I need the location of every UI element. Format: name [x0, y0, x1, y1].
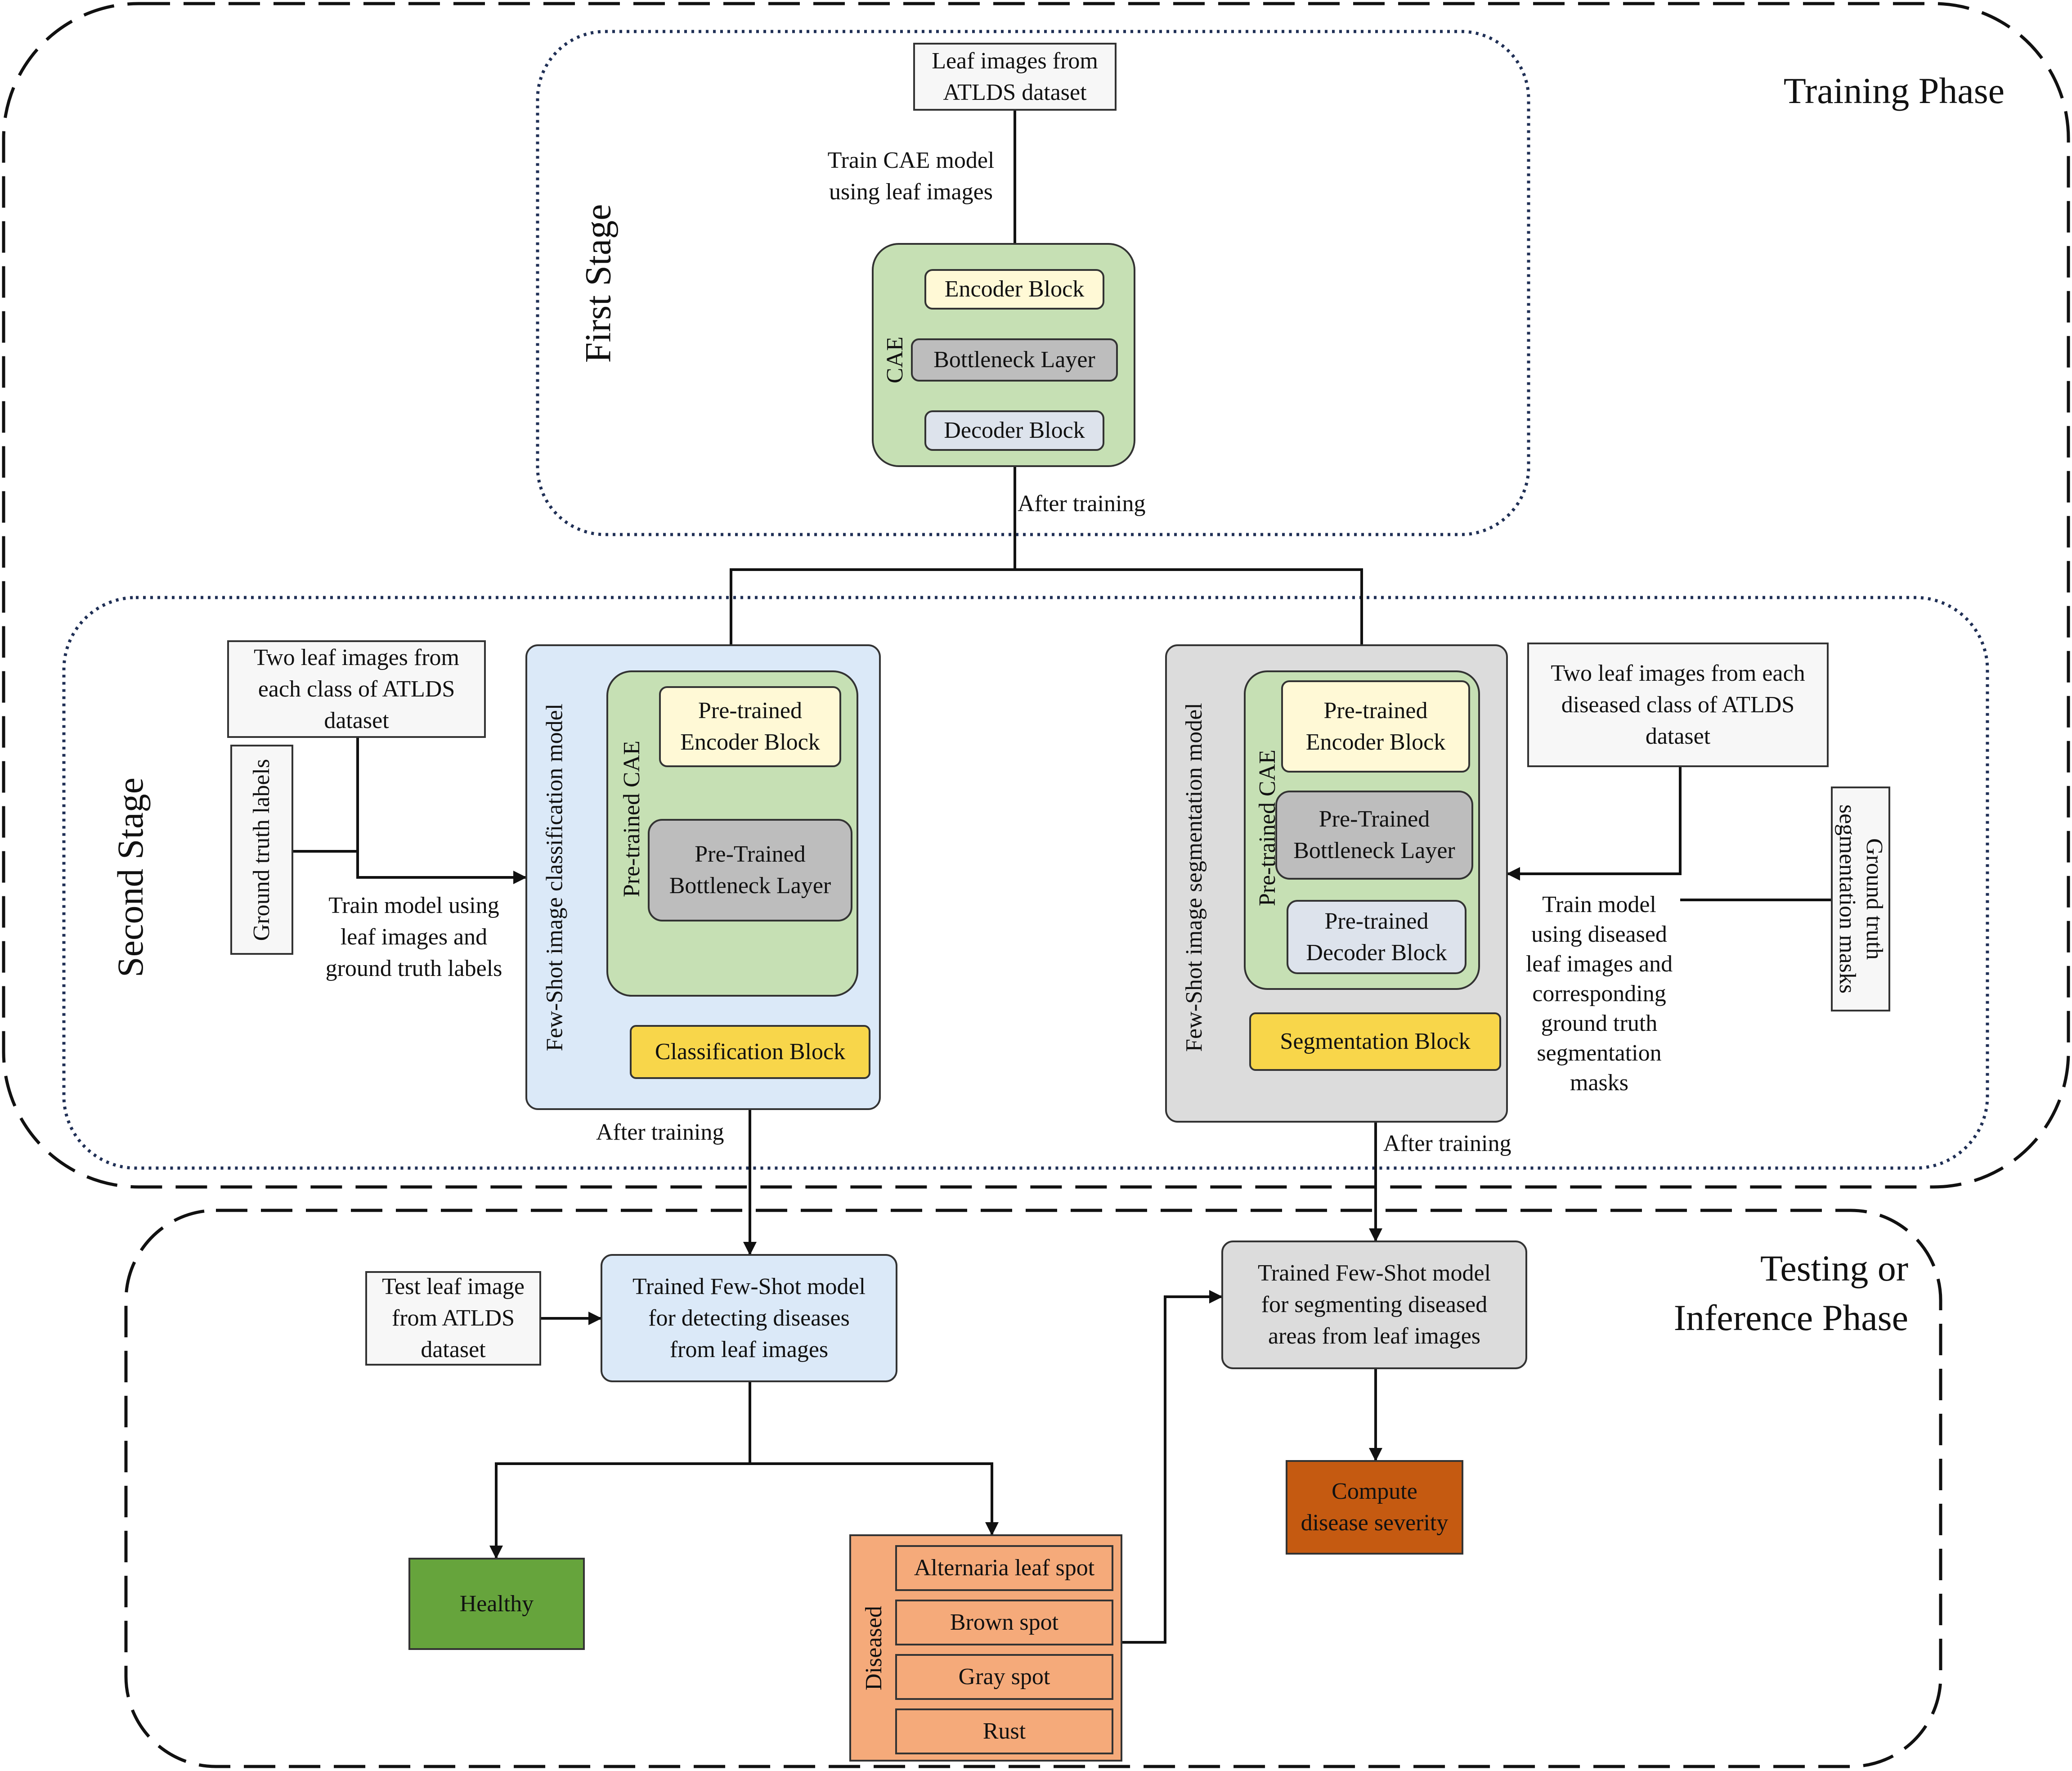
first-stage-boundary — [536, 30, 1530, 536]
class-rust: Rust — [895, 1708, 1113, 1754]
cls-ground-truth-box: Ground truth labels — [230, 745, 293, 955]
compute-severity-box: Compute disease severity — [1286, 1460, 1463, 1555]
wire-cae-to-segmentation — [1015, 568, 1368, 669]
seg-pretrained-bottleneck: Pre-Trained Bottleneck Layer — [1275, 791, 1473, 880]
testing-phase-title-line2: Inference Phase — [1673, 1297, 1908, 1338]
seg-ground-truth-box: Ground truth segmentation masks — [1831, 787, 1890, 1011]
wire-seg-input — [1507, 767, 1682, 881]
cls-train-label: Train model using leaf images and ground… — [325, 893, 502, 981]
healthy-box: Healthy — [408, 1558, 585, 1650]
testing-phase-title-line1: Testing or — [1760, 1248, 1908, 1289]
seg-pretrained-encoder: Pre-trained Encoder Block — [1281, 680, 1470, 773]
cls-after-training: After training — [596, 1119, 724, 1145]
bottleneck-layer: Bottleneck Layer — [911, 338, 1118, 382]
seg-input-box: Two leaf images from each diseased class… — [1527, 643, 1829, 767]
atlds-input-box: Leaf images from ATLDS dataset — [913, 43, 1117, 111]
cls-pretrained-encoder: Pre-trained Encoder Block — [659, 686, 841, 767]
class-brown-spot: Brown spot — [895, 1600, 1113, 1645]
test-image-box: Test leaf image from ATLDS dataset — [365, 1271, 541, 1366]
wire-cls-input — [356, 738, 527, 884]
seg-train-label: Train model using diseased leaf images a… — [1525, 892, 1673, 1096]
first-stage-after-training: After training — [1018, 491, 1146, 517]
trained-detector-box: Trained Few-Shot model for detecting dis… — [601, 1254, 897, 1382]
first-stage-title: First Stage — [578, 204, 619, 363]
classification-model-label: Few-Shot image classification model — [542, 703, 567, 1052]
training-phase-boundary — [2, 2, 2070, 1189]
diseased-label: Diseased — [861, 1605, 887, 1690]
classification-block: Classification Block — [630, 1025, 870, 1079]
wire-detector-split — [489, 1382, 751, 1559]
inference-phase-boundary — [124, 1209, 1942, 1768]
cls-pretrained-bottleneck: Pre-Trained Bottleneck Layer — [648, 819, 852, 921]
class-alternaria-leaf-spot: Alternaria leaf spot — [895, 1545, 1113, 1591]
training-phase-title: Training Phase — [1783, 70, 2005, 111]
decoder-block: Decoder Block — [924, 410, 1104, 451]
segmentation-model-label: Few-Shot image segmentation model — [1181, 703, 1207, 1052]
class-gray-spot: Gray spot — [895, 1654, 1113, 1700]
train-cae-label: Train CAE model using leaf images — [827, 148, 995, 205]
trained-segmenter-box: Trained Few-Shot model for segmenting di… — [1221, 1241, 1527, 1369]
seg-pretrained-decoder: Pre-trained Decoder Block — [1287, 900, 1467, 974]
encoder-block: Encoder Block — [924, 269, 1104, 310]
segmentation-block: Segmentation Block — [1249, 1012, 1501, 1071]
wire-cae-split — [724, 467, 1016, 669]
cls-input-box: Two leaf images from each class of ATLDS… — [227, 640, 486, 738]
wire-detector-to-diseased — [750, 1462, 999, 1536]
seg-after-training: After training — [1383, 1131, 1511, 1156]
wire-diseased-to-segmenter — [1122, 1290, 1223, 1644]
second-stage-title: Second Stage — [110, 777, 151, 978]
